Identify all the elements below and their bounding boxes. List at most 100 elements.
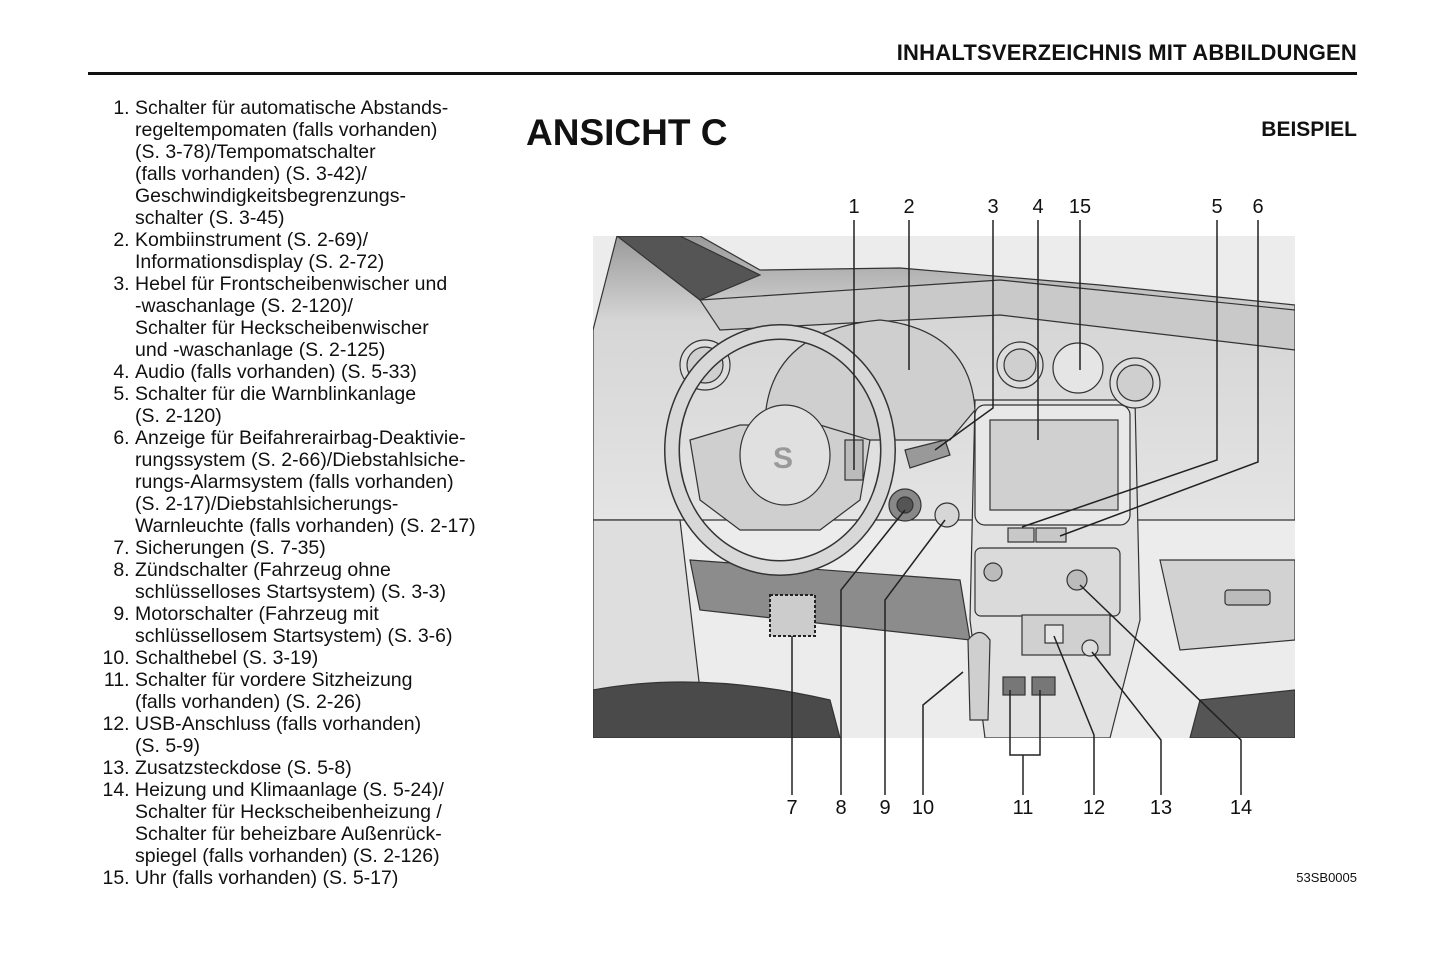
list-item-line: 14. Heizung und Klimaanlage (S. 5-24)/ — [96, 779, 506, 801]
list-item-text: (S. 3-78)/Tempomatschalter — [135, 141, 376, 163]
example-label: BEISPIEL — [1261, 118, 1357, 141]
list-item-text: Hebel für Frontscheibenwischer und — [135, 273, 448, 295]
list-item-number: 12. — [102, 713, 135, 735]
list-item-text: Sicherungen (S. 7-35) — [135, 537, 326, 559]
list-item-text: (falls vorhanden) (S. 2-26) — [135, 691, 362, 713]
callout-5: 5 — [1211, 196, 1223, 218]
list-item-text: Uhr (falls vorhanden) (S. 5-17) — [135, 867, 399, 889]
list-item-line: (falls vorhanden) (S. 2-26) — [96, 691, 506, 713]
list-item-text: schlüssellosem Startsystem) (S. 3-6) — [135, 625, 453, 647]
list-item-line: (S. 2-120) — [96, 405, 506, 427]
list-item-text: schalter (S. 3-45) — [135, 207, 285, 229]
list-item-line: 12. USB-Anschluss (falls vorhanden) — [96, 713, 506, 735]
list-item-line: schalter (S. 3-45) — [96, 207, 506, 229]
list-item-number: 8. — [113, 559, 135, 581]
callout-12: 12 — [1082, 797, 1106, 819]
list-item-text: Schalter für vordere Sitzheizung — [135, 669, 413, 691]
list-item-text: Zündschalter (Fahrzeug ohne — [135, 559, 391, 581]
list-item-line: (S. 2-17)/Diebstahlsicherungs- — [96, 493, 506, 515]
callout-11: 11 — [1012, 797, 1034, 819]
list-item-text: (S. 2-17)/Diebstahlsicherungs- — [135, 493, 399, 515]
list-item-number: 3. — [113, 273, 135, 295]
callout-8: 8 — [835, 797, 847, 819]
list-item-line: Schalter für Heckscheibenheizung / — [96, 801, 506, 823]
list-item-number: 13. — [102, 757, 135, 779]
list-item-text: Schalthebel (S. 3-19) — [135, 647, 319, 669]
list-item-line: 13. Zusatzsteckdose (S. 5-8) — [96, 757, 506, 779]
list-item-text: Schalter für beheizbare Außenrück- — [135, 823, 442, 845]
list-item-number: 15. — [102, 867, 135, 889]
list-item-text: spiegel (falls vorhanden) (S. 2-126) — [135, 845, 440, 867]
list-item-text: Zusatzsteckdose (S. 5-8) — [135, 757, 352, 779]
callout-6: 6 — [1252, 196, 1264, 218]
brand-logo: S — [773, 442, 793, 475]
list-item-line: schlüssellosem Startsystem) (S. 3-6) — [96, 625, 506, 647]
list-item-number: 7. — [113, 537, 135, 559]
list-item-text: (S. 5-9) — [135, 735, 201, 757]
list-item-text: rungs-Alarmsystem (falls vorhanden) — [135, 471, 454, 493]
list-item-line: Informationsdisplay (S. 2-72) — [96, 251, 506, 273]
callout-14: 14 — [1229, 797, 1253, 819]
clock-icon — [1052, 342, 1104, 394]
list-item-line: rungs-Alarmsystem (falls vorhanden) — [96, 471, 506, 493]
list-item-text: Informationsdisplay (S. 2-72) — [135, 251, 385, 273]
leader-lines — [791, 220, 1259, 795]
list-item-line: (S. 5-9) — [96, 735, 506, 757]
list-item-line: 3. Hebel für Frontscheibenwischer und — [96, 273, 506, 295]
list-item-line: -waschanlage (S. 2-120)/ — [96, 295, 506, 317]
list-item-line: 4. Audio (falls vorhanden) (S. 5-33) — [96, 361, 506, 383]
list-item-line: Schalter für beheizbare Außenrück- — [96, 823, 506, 845]
header-rule — [88, 72, 1357, 75]
list-item-line: Warnleuchte (falls vorhanden) (S. 2-17) — [96, 515, 506, 537]
list-item-text: Schalter für die Warnblinkanlage — [135, 383, 417, 405]
list-item-text: Anzeige für Beifahrerairbag-Deaktivie- — [135, 427, 466, 449]
list-item-line: spiegel (falls vorhanden) (S. 2-126) — [96, 845, 506, 867]
list-item-number: 2. — [113, 229, 135, 251]
list-item-text: regeltempomaten (falls vorhanden) — [135, 119, 438, 141]
callout-9: 9 — [879, 797, 891, 819]
list-item-line: rungssystem (S. 2-66)/Diebstahlsiche- — [96, 449, 506, 471]
running-header: INHALTSVERZEICHNIS MIT ABBILDUNGEN — [896, 40, 1357, 65]
list-item-line: 7. Sicherungen (S. 7-35) — [96, 537, 506, 559]
callout-10: 10 — [911, 797, 935, 819]
list-item-number: 4. — [113, 361, 135, 383]
list-item-line: 8. Zündschalter (Fahrzeug ohne — [96, 559, 506, 581]
list-item-text: Schalter für Heckscheibenheizung / — [135, 801, 442, 823]
list-item-text: (falls vorhanden) (S. 3-42)/ — [135, 163, 367, 185]
list-item-text: und -waschanlage (S. 2-125) — [135, 339, 386, 361]
list-item-text: USB-Anschluss (falls vorhanden) — [135, 713, 422, 735]
list-item-text: schlüsselloses Startsystem) (S. 3-3) — [135, 581, 447, 603]
callout-13: 13 — [1149, 797, 1173, 819]
list-item-line: 10. Schalthebel (S. 3-19) — [96, 647, 506, 669]
list-item-number: 14. — [102, 779, 135, 801]
list-item-line: Geschwindigkeitsbegrenzungs- — [96, 185, 506, 207]
list-item-line: (S. 3-78)/Tempomatschalter — [96, 141, 506, 163]
callout-3: 3 — [987, 196, 999, 218]
list-item-text: Warnleuchte (falls vorhanden) (S. 2-17) — [135, 515, 476, 537]
section-title: ANSICHT C — [526, 112, 728, 153]
list-item-line: 6. Anzeige für Beifahrerairbag-Deaktivie… — [96, 427, 506, 449]
list-item-line: regeltempomaten (falls vorhanden) — [96, 119, 506, 141]
list-item-text: Schalter für automatische Abstands- — [135, 97, 449, 119]
callout-7: 7 — [786, 797, 798, 819]
callout-1: 1 — [848, 196, 860, 218]
list-item-text: Audio (falls vorhanden) (S. 5-33) — [135, 361, 417, 383]
list-item-line: 15. Uhr (falls vorhanden) (S. 5-17) — [96, 867, 506, 889]
list-item-text: Schalter für Heckscheibenwischer — [135, 317, 429, 339]
list-item-line: 5. Schalter für die Warnblinkanlage — [96, 383, 506, 405]
list-item-number: 11. — [103, 669, 135, 691]
list-item-text: -waschanlage (S. 2-120)/ — [135, 295, 353, 317]
list-item-line: 2. Kombiinstrument (S. 2-69)/ — [96, 229, 506, 251]
list-item-line: 1. Schalter für automatische Abstands- — [96, 97, 506, 119]
list-item-number: 6. — [113, 427, 135, 449]
list-item-line: (falls vorhanden) (S. 3-42)/ — [96, 163, 506, 185]
list-item-text: Geschwindigkeitsbegrenzungs- — [135, 185, 406, 207]
callout-15: 15 — [1068, 196, 1092, 218]
figure-code: 53SB0005 — [1296, 870, 1357, 885]
list-item-number: 1. — [113, 97, 135, 119]
list-item-line: schlüsselloses Startsystem) (S. 3-3) — [96, 581, 506, 603]
list-item-text: Kombiinstrument (S. 2-69)/ — [135, 229, 369, 251]
list-item-line: Schalter für Heckscheibenwischer — [96, 317, 506, 339]
list-item-text: (S. 2-120) — [135, 405, 222, 427]
callout-2: 2 — [903, 196, 915, 218]
